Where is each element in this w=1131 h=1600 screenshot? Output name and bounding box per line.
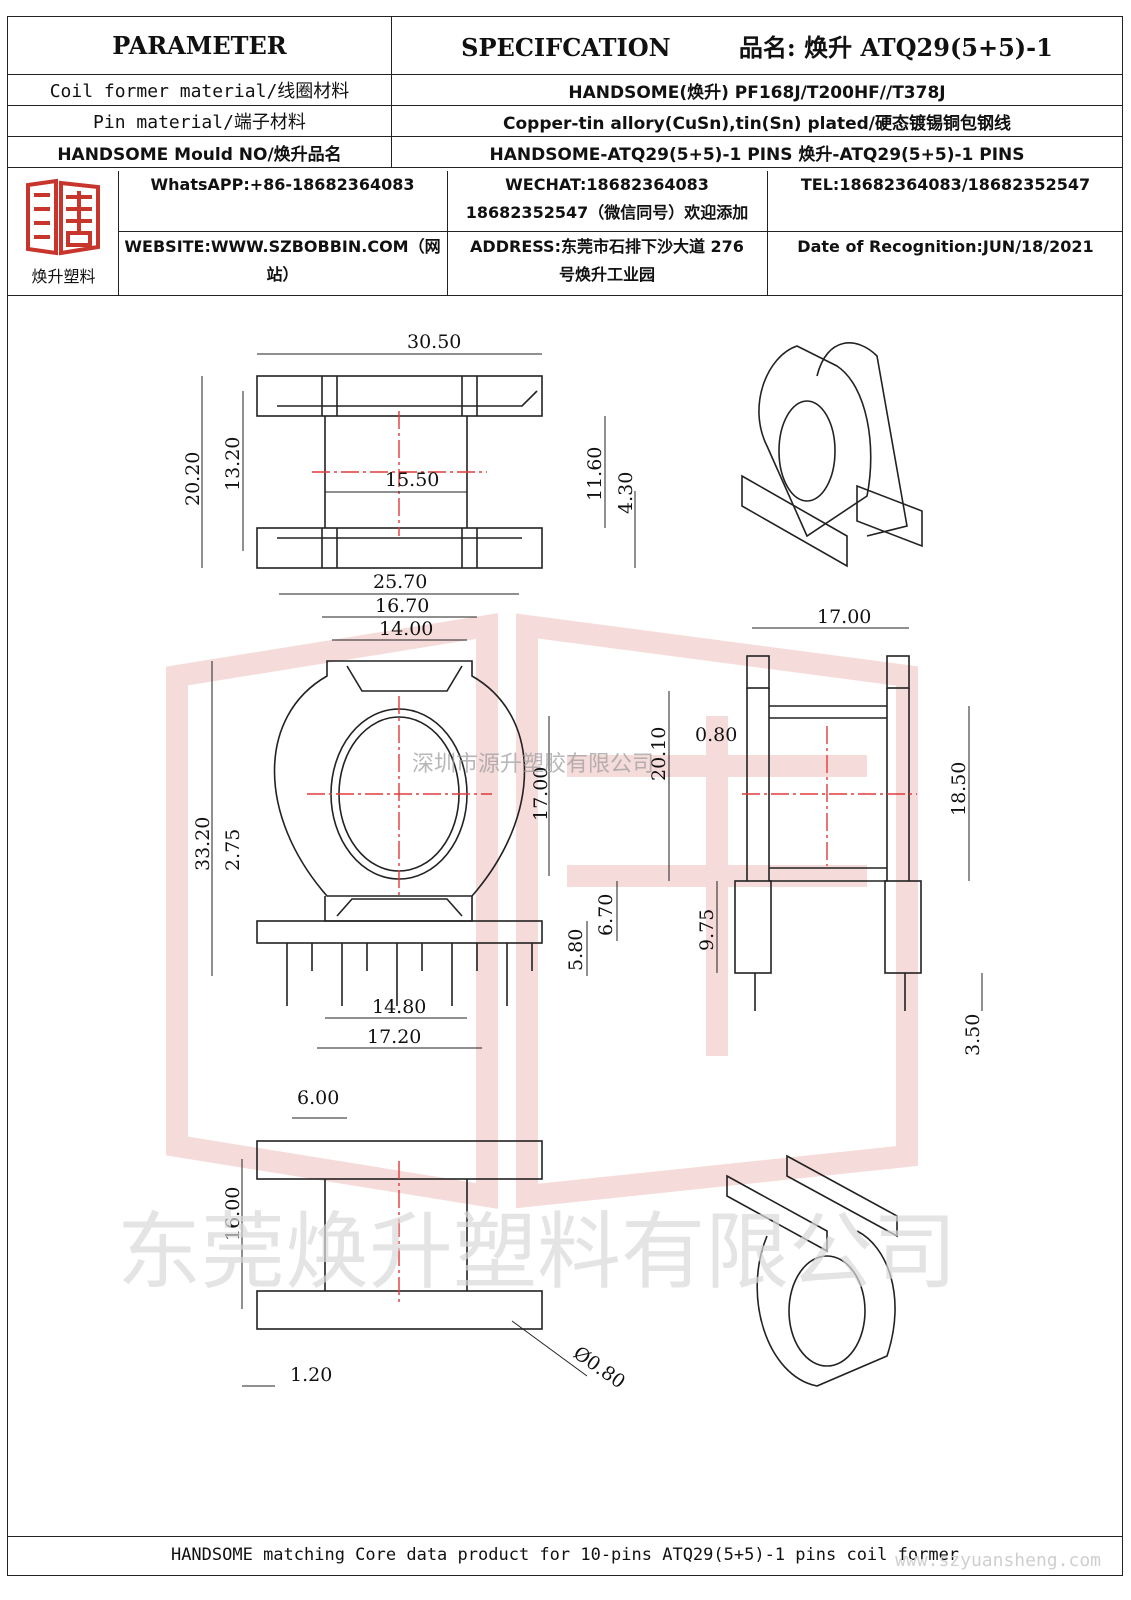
dim-q: 1.20 <box>290 1364 332 1386</box>
website-line2: 站） <box>266 265 299 284</box>
pin-material-value: Copper-tin allory(CuSn),tin(Sn) plated/硬… <box>391 105 1123 137</box>
mould-no-label: HANDSOME Mould NO/焕升品名 <box>7 136 392 168</box>
dim-e: 11.60 <box>584 447 606 501</box>
dim-c: 13.20 <box>222 437 244 491</box>
dim-u: 17.00 <box>817 606 871 628</box>
company-logo: 焕升塑料 <box>16 175 111 286</box>
centerlines <box>307 411 917 1306</box>
dim-b: 20.20 <box>182 452 204 506</box>
dim-d: 15.50 <box>385 469 439 491</box>
dimension-lines <box>201 353 983 1387</box>
spec-header: SPECIFCATION 品名: 焕升 ATQ29(5+5)-1 <box>391 16 1123 75</box>
dim-j: 33.20 <box>192 817 214 871</box>
isometric-bottom <box>726 1154 898 1387</box>
address-line1: ADDRESS:东莞市石排下沙大道 276 <box>470 237 744 256</box>
dim-n: 17.20 <box>367 1026 421 1048</box>
dim-a: 30.50 <box>407 331 461 353</box>
wechat-line2: 18682352547（微信同号）欢迎添加 <box>465 203 749 222</box>
technical-drawing: 30.50 20.20 13.20 15.50 11.60 4.30 25.70… <box>7 296 1123 1536</box>
product-name: 品名: 焕升 ATQ29(5+5)-1 <box>738 33 1053 62</box>
logo-caption: 焕升塑料 <box>31 267 96 286</box>
dim-j2: 2.75 <box>222 829 244 871</box>
dim-k: 17.00 <box>530 767 552 821</box>
dim-v: 18.50 <box>948 762 970 816</box>
company-info: 焕升塑料 WhatsAPP:+86-18682364083 WECHAT:186… <box>7 171 1123 296</box>
address-line2: 号焕升工业园 <box>558 265 655 284</box>
spec-table: PARAMETER SPECIFCATION 品名: 焕升 ATQ29(5+5)… <box>7 16 1123 168</box>
mould-no-value: HANDSOME-ATQ29(5+5)-1 PINS 焕升-ATQ29(5+5)… <box>391 136 1123 168</box>
dim-t: 0.80 <box>695 724 737 746</box>
telephone: TEL:18682364083/18682352547 <box>800 175 1091 194</box>
front-pins <box>286 943 533 1006</box>
pin-material-label: Pin material/端子材料 <box>7 105 392 137</box>
dim-i: 14.00 <box>379 618 433 640</box>
coil-material-label: Coil former material/线圈材料 <box>7 74 392 106</box>
dim-r: Ø0.80 <box>569 1342 629 1393</box>
coil-material-value: HANDSOME(焕升) PF168J/T200HF//T378J <box>391 74 1123 106</box>
dim-w: 3.50 <box>962 1014 984 1056</box>
watermark-large-text: 东莞焕升塑料有限公司 <box>117 1203 957 1301</box>
logo-mark-icon <box>26 178 100 256</box>
wechat-line1: WECHAT:18682364083 <box>505 175 709 194</box>
dim-m: 5.80 <box>565 929 587 971</box>
dim-p: 16.00 <box>222 1187 244 1241</box>
watermark-url: www.szyuansheng.com <box>895 1550 1101 1571</box>
dim-o: 6.00 <box>297 1087 339 1109</box>
recognition-date: Date of Recognition:JUN/18/2021 <box>797 237 1094 256</box>
parameter-header: PARAMETER <box>7 16 392 75</box>
isometric-top <box>741 342 923 568</box>
website-line1: WEBSITE:WWW.SZBOBBIN.COM（网 <box>124 237 441 256</box>
dim-l: 6.70 <box>595 894 617 936</box>
dim-f: 4.30 <box>615 472 637 514</box>
dim-t2: 20.10 <box>648 727 670 781</box>
specification-title: SPECIFCATION <box>461 33 671 62</box>
watermark-mid-text: 深圳市源升塑胶有限公司 <box>412 752 654 777</box>
drawing-canvas: 30.50 20.20 13.20 15.50 11.60 4.30 25.70… <box>117 331 984 1393</box>
dim-g: 25.70 <box>373 571 427 593</box>
dim-s: 9.75 <box>696 909 718 951</box>
dim-n2: 14.80 <box>372 996 426 1018</box>
dimension-labels: 30.50 20.20 13.20 15.50 11.60 4.30 25.70… <box>182 331 984 1393</box>
whatsapp: WhatsAPP:+86-18682364083 <box>150 175 415 194</box>
side-view <box>734 655 922 1011</box>
watermark-logo-icon <box>166 613 918 1209</box>
dim-h: 16.70 <box>375 595 429 617</box>
footer-note: HANDSOME matching Core data product for … <box>7 1536 1123 1577</box>
